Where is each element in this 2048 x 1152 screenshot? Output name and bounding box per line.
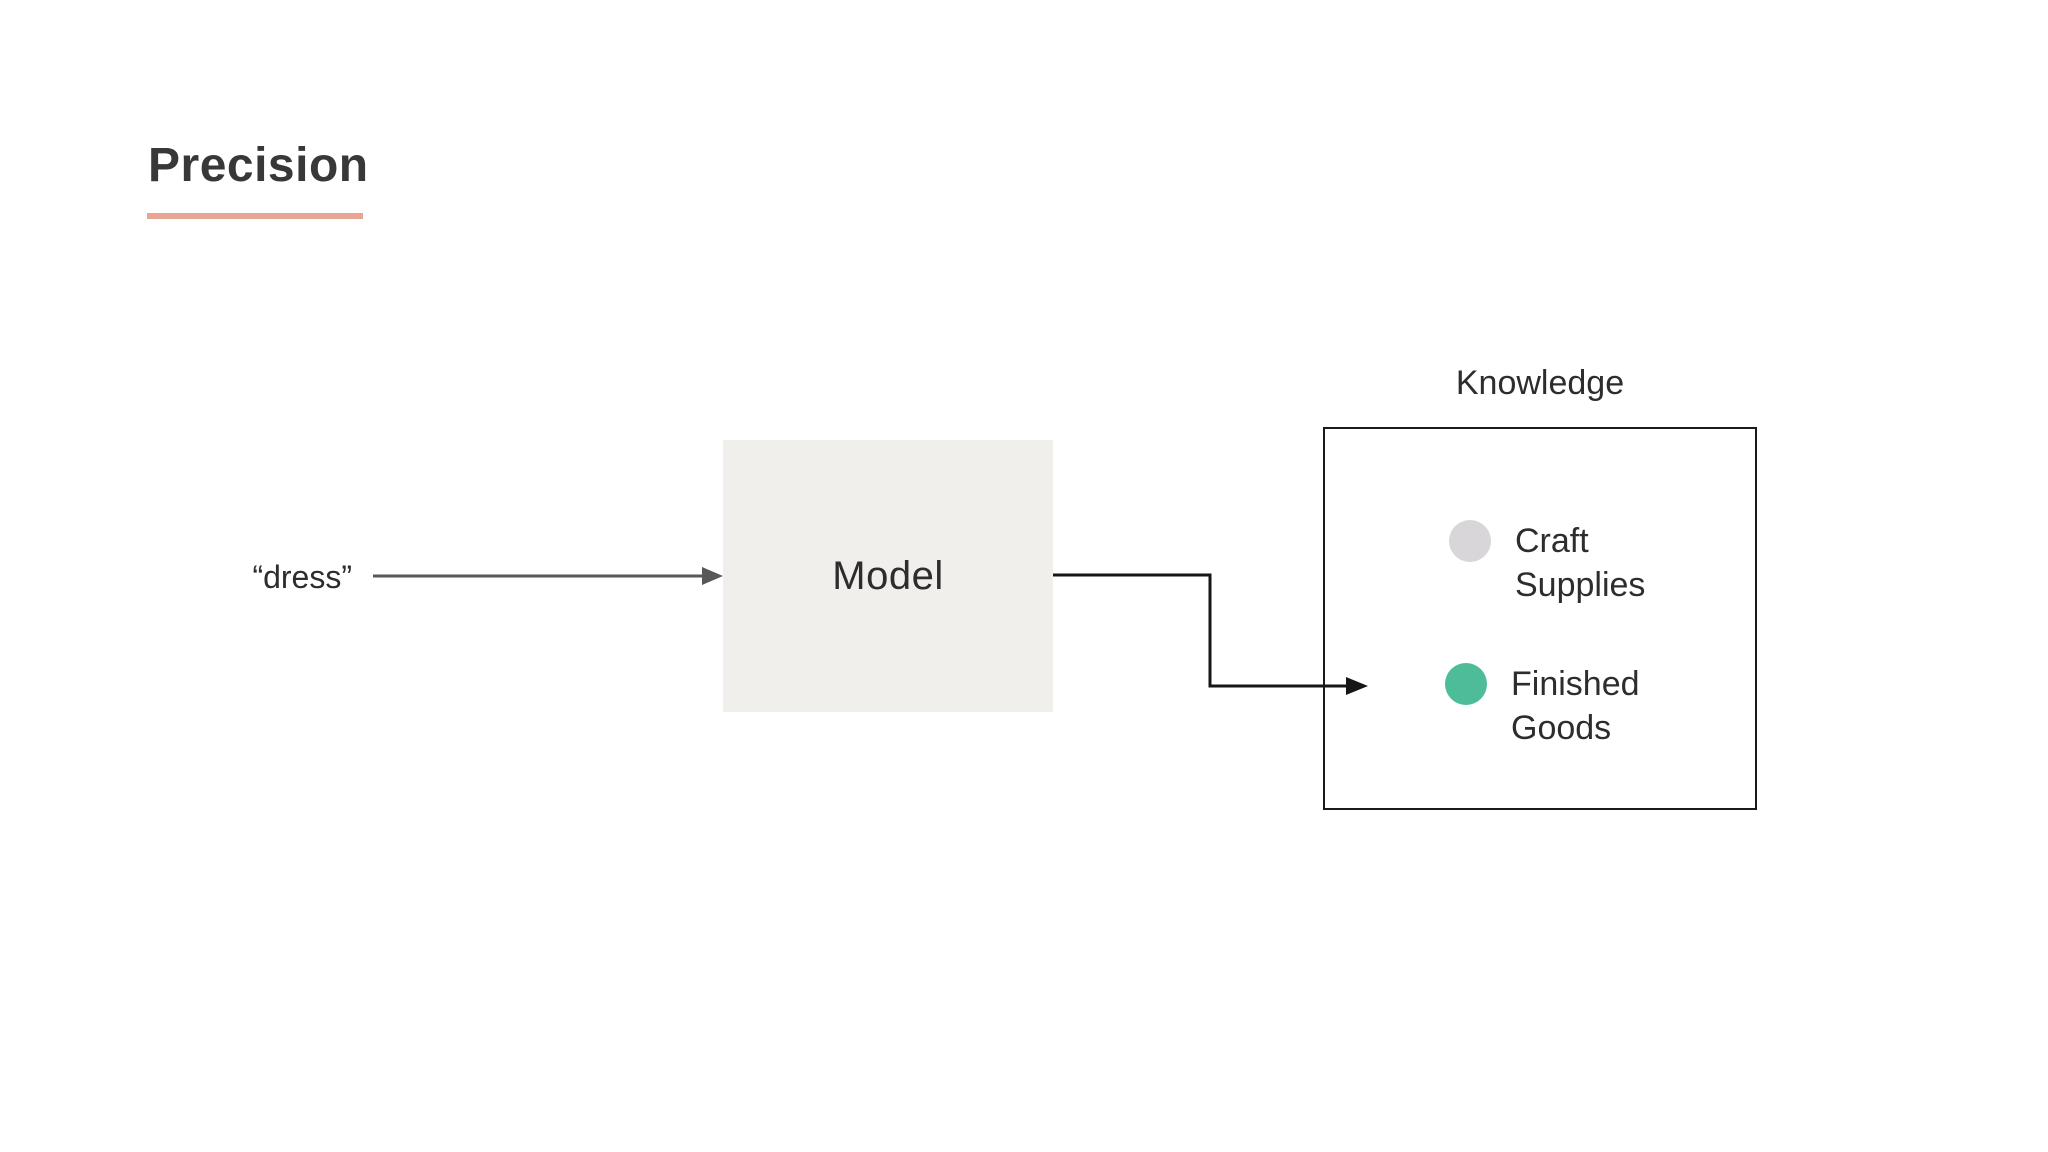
knowledge-item-craft-supplies: Craft Supplies <box>1449 520 1685 607</box>
input-arrowhead-icon <box>702 567 723 585</box>
model-node: Model <box>723 440 1053 712</box>
knowledge-item-label: Craft Supplies <box>1515 522 1646 604</box>
model-label: Model <box>832 553 944 598</box>
knowledge-title: Knowledge <box>1455 364 1625 402</box>
output-arrow-line <box>1053 573 1350 688</box>
title-underline <box>147 213 363 219</box>
craft-supplies-dot-icon <box>1449 520 1491 562</box>
knowledge-item-label: Finished Goods <box>1511 665 1640 747</box>
input-term-label: “dress” <box>252 559 352 595</box>
knowledge-item-finished-goods: Finished Goods <box>1445 663 1681 750</box>
page-title: Precision <box>148 139 369 192</box>
knowledge-box: Craft Supplies Finished Goods <box>1323 427 1757 810</box>
finished-goods-dot-icon <box>1445 663 1487 705</box>
